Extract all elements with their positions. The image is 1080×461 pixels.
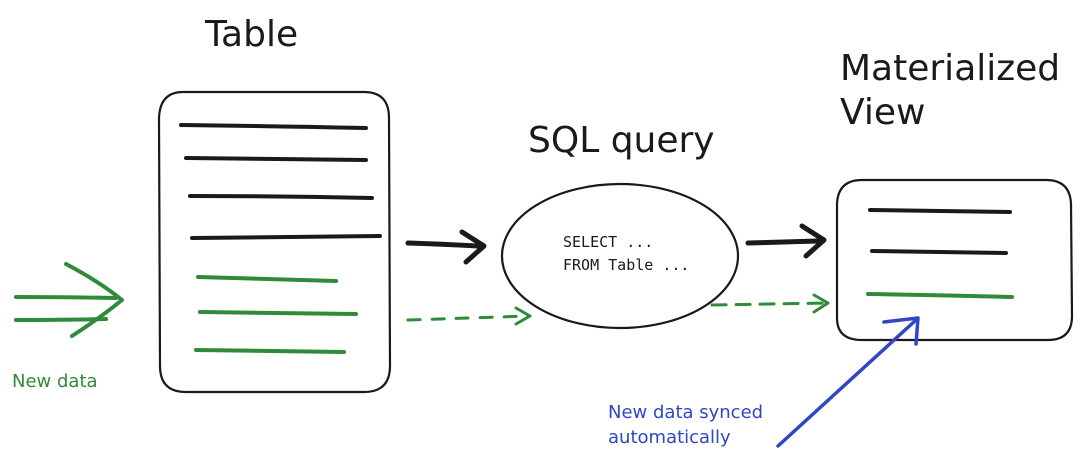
table-new-row-line <box>196 275 338 283</box>
table-row-line <box>184 156 368 162</box>
query-code-line2: FROM Table ... <box>563 256 689 274</box>
table-row-line <box>190 234 382 240</box>
synced-label-line1: New data synced <box>608 402 763 423</box>
query-code-line1: SELECT ... <box>563 233 653 251</box>
view-title-line1: Materialized <box>840 48 1060 89</box>
synced-label-line2: automatically <box>608 427 731 448</box>
table-to-query-arrow <box>405 229 487 265</box>
new-data-arrow <box>14 262 124 338</box>
synced-annotation-arrow <box>776 316 920 448</box>
materialized-view-box <box>835 178 1074 342</box>
table-row-line <box>179 123 368 130</box>
table-row-line <box>188 194 374 200</box>
table-title: Table <box>204 14 298 55</box>
new-data-flow-arrow-1 <box>406 306 532 326</box>
sql-query-ellipse: SELECT ... FROM Table ... <box>500 182 740 330</box>
view-row-line <box>870 249 1008 255</box>
view-new-row-line <box>866 292 1014 299</box>
table-new-row-line <box>198 310 358 316</box>
new-data-flow-arrow-2 <box>710 293 830 314</box>
view-row-line <box>868 208 1012 214</box>
table-existing-rows <box>179 123 382 240</box>
table-new-rows <box>194 275 358 354</box>
new-data-label: New data <box>12 371 98 392</box>
table-new-row-line <box>194 348 346 354</box>
table-box <box>157 90 392 394</box>
query-to-view-arrow <box>745 223 827 259</box>
view-title-line2: View <box>840 92 925 133</box>
query-title: SQL query <box>528 120 715 161</box>
